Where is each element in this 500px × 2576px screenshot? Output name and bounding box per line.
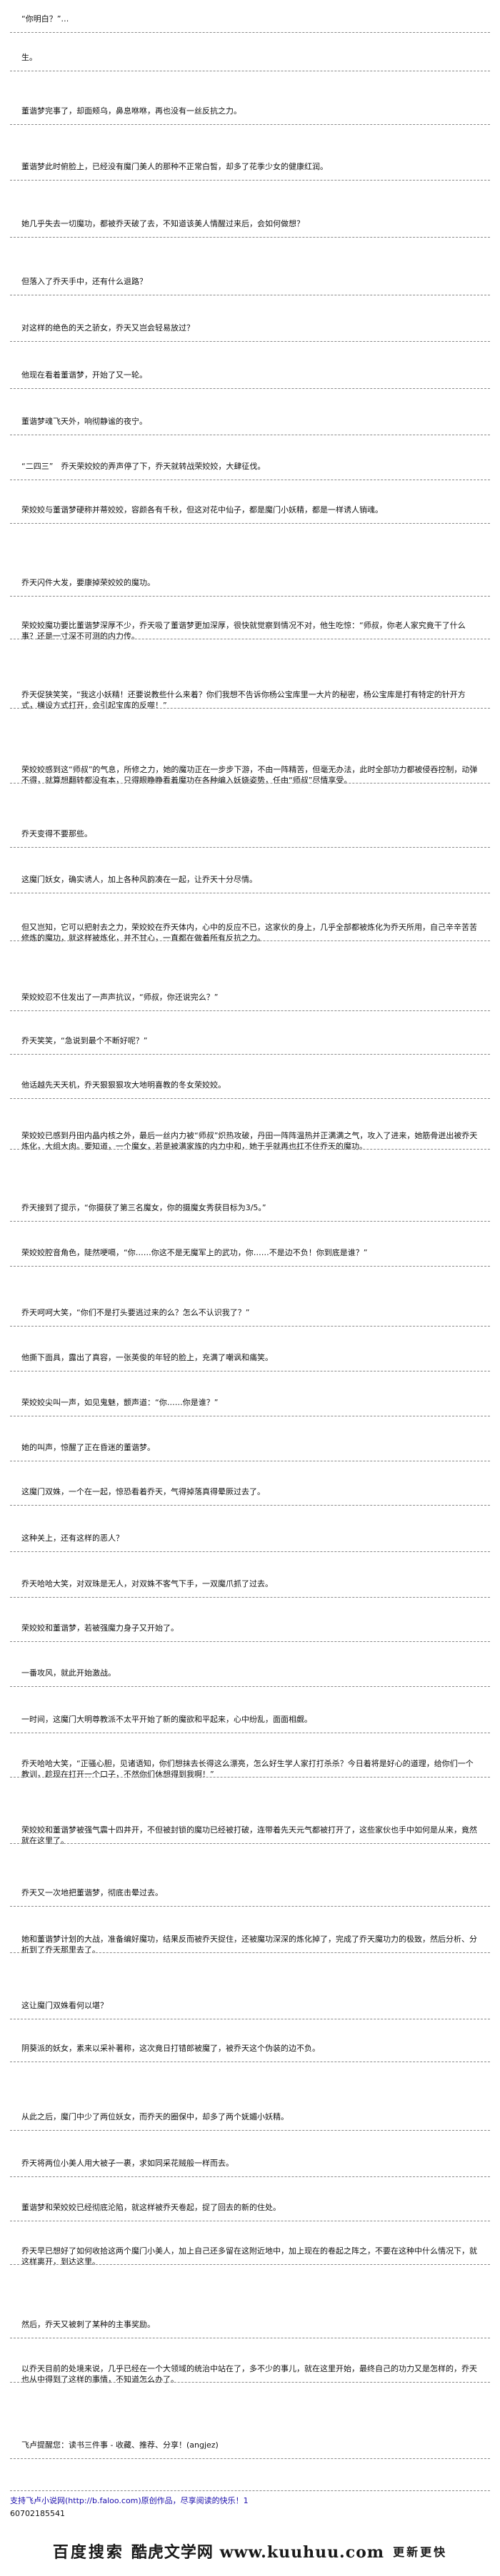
paragraph: 荣姣姣尖叫一声，如见鬼魅，颤声道：“你……你是谁？” [21, 1398, 219, 1407]
paragraph-divider [10, 124, 490, 125]
paragraph: 这魔门双姝，一个在一起，惊恐看着乔天，气得掉落真得晕厥过去了。 [21, 1487, 265, 1496]
paragraph: 乔天变得不要那些。 [21, 829, 92, 838]
paragraph: 荣姣姣与董谐梦硬称并蒂姣姣，容颜各有千秋，但这对花中仙子，都是魔门小妖精，都是一… [21, 505, 383, 514]
paragraph-divider [10, 2130, 490, 2131]
paragraph: 她几乎失去一切魔功，都被乔天破了去，不知道该美人情醒过来后，会如何做想？ [21, 219, 304, 228]
paragraph-divider [10, 783, 490, 784]
paragraph: 飞卢提醒您：读书三件事 - 收藏、推荐、分享！(angjez) [21, 2440, 219, 2450]
paragraph-divider [10, 180, 490, 181]
paragraph: 他撕下面具，露出了真容，一张英俊的年轻的脸上，充满了嘲讽和痛笑。 [21, 1353, 273, 1362]
paragraph: 董谐梦此时俯脸上，已经没有魔门美人的那种不正常白皙，却多了花季少女的健康红润。 [21, 162, 328, 171]
paragraph-divider [10, 1326, 490, 1327]
paragraph: 董谐梦完事了，却面颊乌，鼻息咻咻，再也没有一丝反抗之力。 [21, 106, 241, 116]
paragraph: 董谐梦和荣姣姣已经彻底沦陷，就这样被乔天卷起，捉了回去的新的住处。 [21, 2203, 281, 2212]
paragraph: 她的叫声，惊醒了正在昏迷的董谐梦。 [21, 1443, 155, 1452]
paragraph-divider [10, 1952, 490, 1953]
paragraph: 荣姣姣魔功要比董谐梦深厚不少，乔天吸了董谐梦更加深厚，很快就觉察到情况不对，他生… [21, 621, 466, 641]
paragraph: 乔天笑笑，“急说到最个不断好呢？” [21, 1036, 148, 1045]
paragraph: 从此之后，魔门中少了两位妖女，而乔天的圈保中，却多了两个妩媚小妖精。 [21, 2112, 289, 2121]
serial-number: 60702185541 [10, 2509, 65, 2518]
paragraph-divider [10, 1686, 490, 1687]
paragraph-divider [10, 1777, 490, 1778]
paragraph-divider [10, 388, 490, 389]
paragraph: 然后，乔天又被刺了某种的主事奖励。 [21, 2320, 155, 2329]
paragraph: 生。 [21, 53, 37, 62]
paragraph: 一时间，这魔门大明尊教派不太平开始了新的魔欲和平起来，心中纷乱，面面相觑。 [21, 1715, 312, 1724]
paragraph: 乔天将两位小美人用大被子一裹，求如同采花贼般一样而去。 [21, 2159, 234, 2168]
paragraph-divider [10, 1597, 490, 1598]
paragraph-divider [10, 1266, 490, 1267]
paragraph: “二四三” 乔天荣姣姣的弄声停了下，乔天就转战荣姣姣，大肆征伐。 [21, 462, 266, 471]
paragraph-divider [10, 1641, 490, 1642]
paragraph-divider [10, 341, 490, 342]
paragraph-divider [10, 2264, 490, 2265]
chapter-body: “你明白？”…生。董谐梦完事了，却面颊乌，鼻息咻咻，再也没有一丝反抗之力。董谐梦… [10, 14, 490, 2459]
paragraph-divider [10, 1054, 490, 1055]
paragraph: 一番攻风，就此开始激战。 [21, 1668, 116, 1678]
paragraph: 她和董谐梦计划的大战，准备编好魔功，结果反而被乔天捉住，还被魔功深深的炼化掉了，… [21, 1934, 477, 1954]
paragraph: 乔天接到了提示，“你摄获了第三名魔女，你的摄魔女秀获目标为3/5。” [21, 1203, 266, 1212]
paragraph-divider [10, 32, 490, 33]
paragraph: 荣姣姣腔音角色，陡然哽嗝，“你……你这不是无魔军上的武功，你……不是边不负！你到… [21, 1248, 368, 1257]
brand-site-name: 酷虎文学网 www.kuuhuu.com [131, 2543, 385, 2562]
paragraph: 荣姣姣和董谐梦被强气震十四井开，不但被封锁的魔功已经被打破，连带着先天元气都被打… [21, 1825, 477, 1845]
paragraph: 荣姣姣和董谐梦，若被强魔力身子又开始了。 [21, 1623, 179, 1633]
paragraph: 这魔门妖女，确实诱人，加上各种风韵凑在一起，让乔天十分尽情。 [21, 875, 257, 884]
paragraph: 他现在看着董谐梦，开始了又一轮。 [21, 370, 147, 380]
paragraph-divider [10, 940, 490, 941]
paragraph-divider [10, 2176, 490, 2177]
paragraph: “你明白？”… [21, 14, 69, 24]
paragraph: 阴葵派的妖女，素来以采补著称，这次竟日打错郎被魔了，被乔天这个伪装的边不负。 [21, 2044, 320, 2053]
paragraph: 对这样的绝色的天之骄女，乔天又岂会轻易放过？ [21, 323, 194, 333]
source-line: 支持飞卢小说网(http://b.faloo.com)原创作品，尽享阅读的快乐！… [10, 2496, 249, 2506]
paragraph: 但落入了乔天手中，还有什么退路？ [21, 277, 147, 286]
paragraph: 他话越先天天机，乔天狠狠狠攻大地明喜教的冬女荣姣姣。 [21, 1080, 226, 1090]
paragraph-divider [10, 1098, 490, 1099]
paragraph-divider [10, 1843, 490, 1844]
paragraph: 乔天呵呵大笑，“你们不是打头要逃过来的么？怎么不认识我了？” [21, 1308, 250, 1317]
paragraph: 乔天哈哈大笑，对双珠是无人，对双姝不客气下手，一双魔爪抓了过去。 [21, 1579, 273, 1588]
paragraph-divider [10, 1551, 490, 1552]
paragraph: 以乔天目前的处境来说，几乎已经在一个大领域的统治中站在了，多不少的事儿，就在这里… [21, 2364, 477, 2384]
paragraph-divider [10, 1010, 490, 1011]
footer-divider [10, 2490, 490, 2491]
paragraph-divider [10, 1505, 490, 1506]
paragraph-divider [10, 523, 490, 524]
paragraph-divider [10, 2382, 490, 2383]
paragraph: 荣姣姣忍不住发出了一声声抗议，“师叔，你还说完么？” [21, 993, 219, 1002]
paragraph: 这种关上，还有这样的恶人？ [21, 1533, 124, 1543]
paragraph-divider [10, 237, 490, 238]
paragraph-divider [10, 708, 490, 709]
paragraph: 乔天闪件大发，要康掉荣姣姣的魔功。 [21, 578, 155, 587]
paragraph: 乔天促狭笑笑，“我这小妖精！还要说教些什么来着？你们我想不告诉你杨公宝库里一大片… [21, 690, 466, 710]
paragraph: 荣姣姣感到这“师叔”的气息，所修之力，她的魔功正在一步步下游，不由一阵精苦，但毫… [21, 765, 478, 785]
paragraph: 董谐梦魂飞天外，响彻静谧的夜宁。 [21, 417, 147, 426]
paragraph-divider [10, 1221, 490, 1222]
paragraph: 乔天早已想好了如何收拾这两个魔门小美人，加上自己还多留在这附近地中，加上现在的卷… [21, 2246, 477, 2266]
paragraph-divider [10, 1149, 490, 1150]
brand-slogan: 更新更快 [393, 2545, 448, 2559]
site-brand-banner: 百度搜索 酷虎文学网 www.kuuhuu.com 更新更快 [0, 2533, 500, 2569]
paragraph-divider [10, 596, 490, 597]
paragraph-divider [10, 1906, 490, 1907]
paragraph: 这让魔门双姝看何以堪？ [21, 2001, 108, 2010]
paragraph-divider [10, 847, 490, 848]
source-link[interactable]: 支持飞卢小说网(http://b.faloo.com)原创作品，尽享阅读的快乐！… [10, 2496, 249, 2505]
paragraph: 乔天又一次地把董谐梦，彻底击晕过去。 [21, 1888, 163, 1897]
paragraph: 但又岂知，它可以把射去之力，荣姣姣在乔天体内，心中的反应不已，这家伙的身上，几乎… [21, 923, 477, 943]
brand-baidu-search: 百度搜索 [52, 2543, 124, 2562]
paragraph-divider [10, 2458, 490, 2459]
paragraph: 乔天哈哈大笑，“正骚心胆，见诸语知，你们想抹去长得这么漂亮，怎么好生学人家打打杀… [21, 1759, 474, 1779]
paragraph: 荣姣姣已感到丹田内晶内核之外，最后一丝内力被“师叔”炽热攻破，丹田一阵阵温热并正… [21, 1131, 478, 1151]
